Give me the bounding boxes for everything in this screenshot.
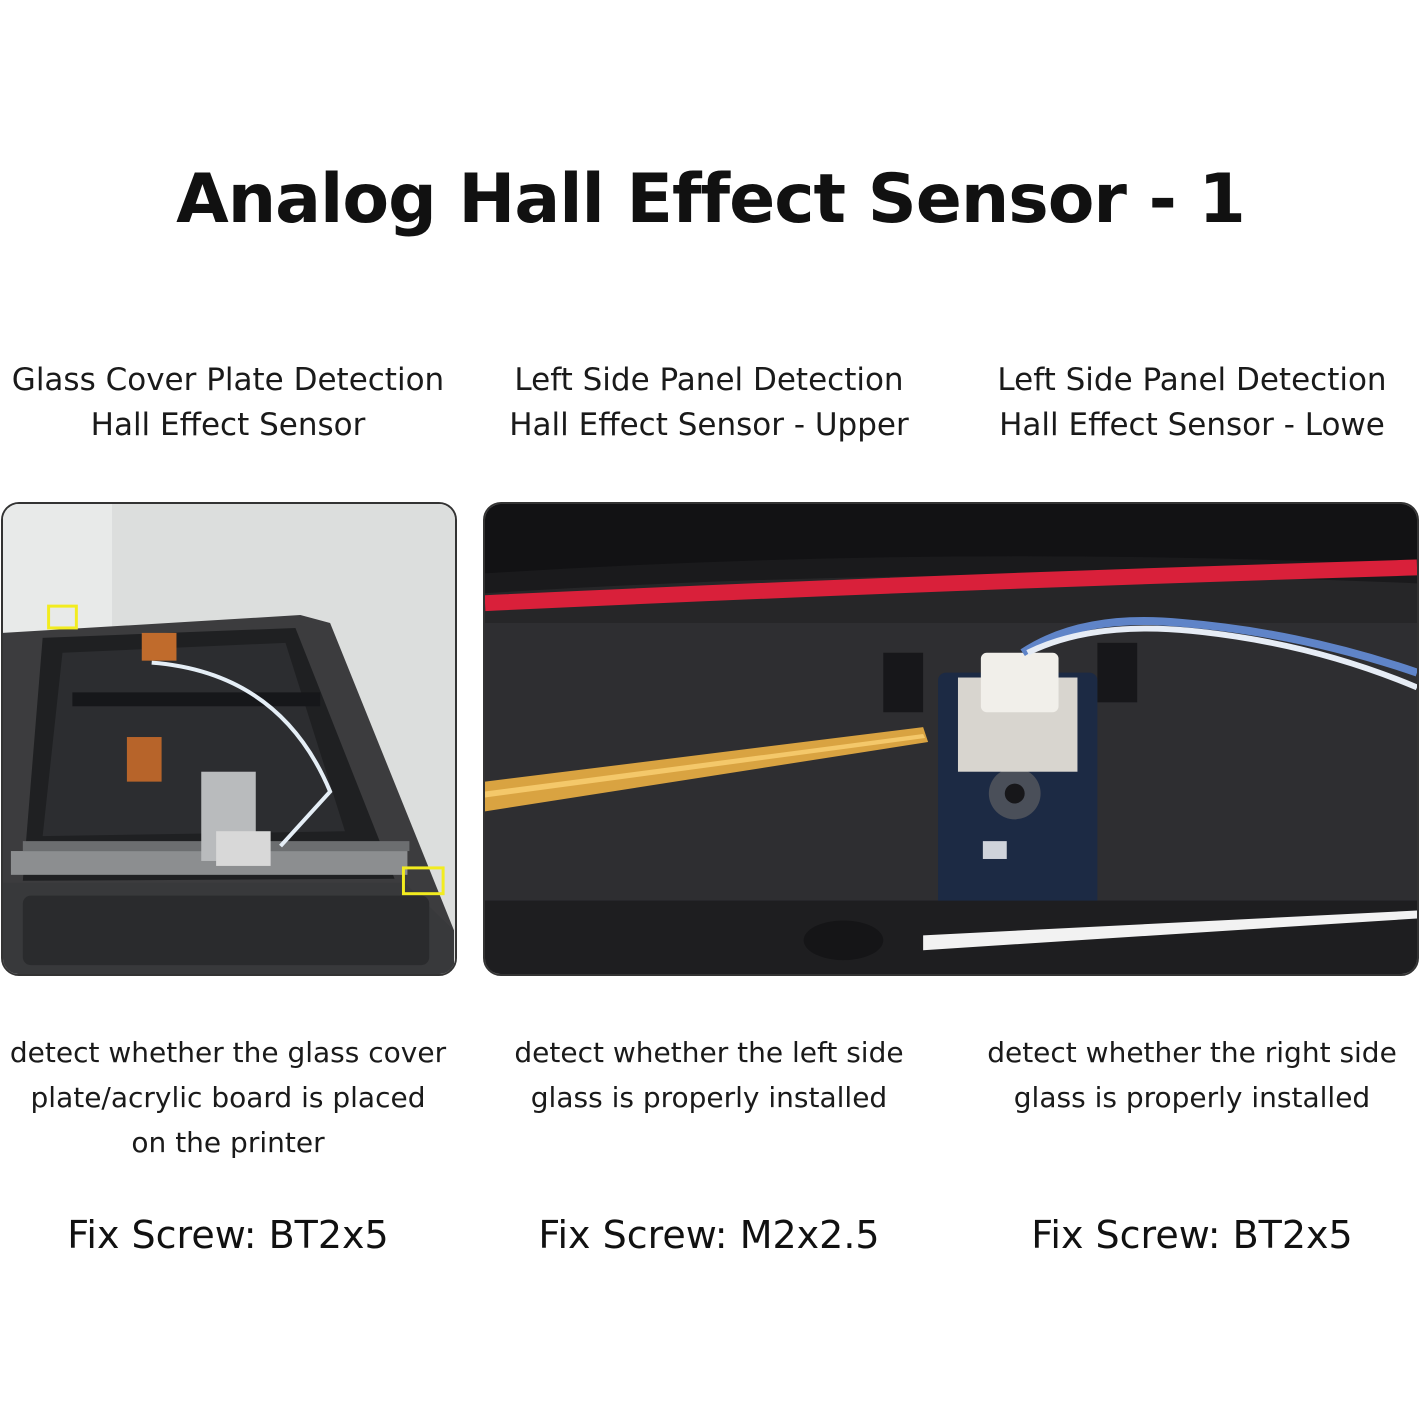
caption-glass-cover: Glass Cover Plate Detection Hall Effect … [0,358,463,448]
description-line: detect whether the left side [514,1036,904,1069]
description-line: plate/acrylic board is placed [30,1081,426,1114]
caption-line: Hall Effect Sensor - Lowe [999,407,1385,443]
caption-line: Left Side Panel Detection [997,362,1387,398]
description-left-lower: detect whether the right side glass is p… [957,1030,1421,1120]
caption-line: Glass Cover Plate Detection [11,362,445,398]
fix-screw-left-lower: Fix Screw: BT2x5 [1031,1213,1353,1257]
description-line: on the printer [131,1126,325,1159]
description-line: glass is properly installed [1013,1081,1371,1114]
caption-left-lower: Left Side Panel Detection Hall Effect Se… [957,358,1421,448]
fix-screw-left-upper: Fix Screw: M2x2.5 [538,1213,880,1257]
description-line: detect whether the right side [987,1036,1397,1069]
description-line: glass is properly installed [530,1081,888,1114]
description-line: detect whether the glass cover [9,1036,447,1069]
fix-screw-glass-cover: Fix Screw: BT2x5 [67,1213,389,1257]
caption-line: Hall Effect Sensor [90,407,366,443]
caption-left-upper: Left Side Panel Detection Hall Effect Se… [474,358,944,448]
printer-photo [1,502,457,976]
page-title: Analog Hall Effect Sensor - 1 [176,160,1246,239]
description-left-upper: detect whether the left side glass is pr… [474,1030,944,1120]
description-glass-cover: detect whether the glass cover plate/acr… [0,1030,463,1165]
caption-line: Left Side Panel Detection [514,362,904,398]
sensor-board-photo [483,502,1419,976]
caption-line: Hall Effect Sensor - Upper [509,407,909,443]
